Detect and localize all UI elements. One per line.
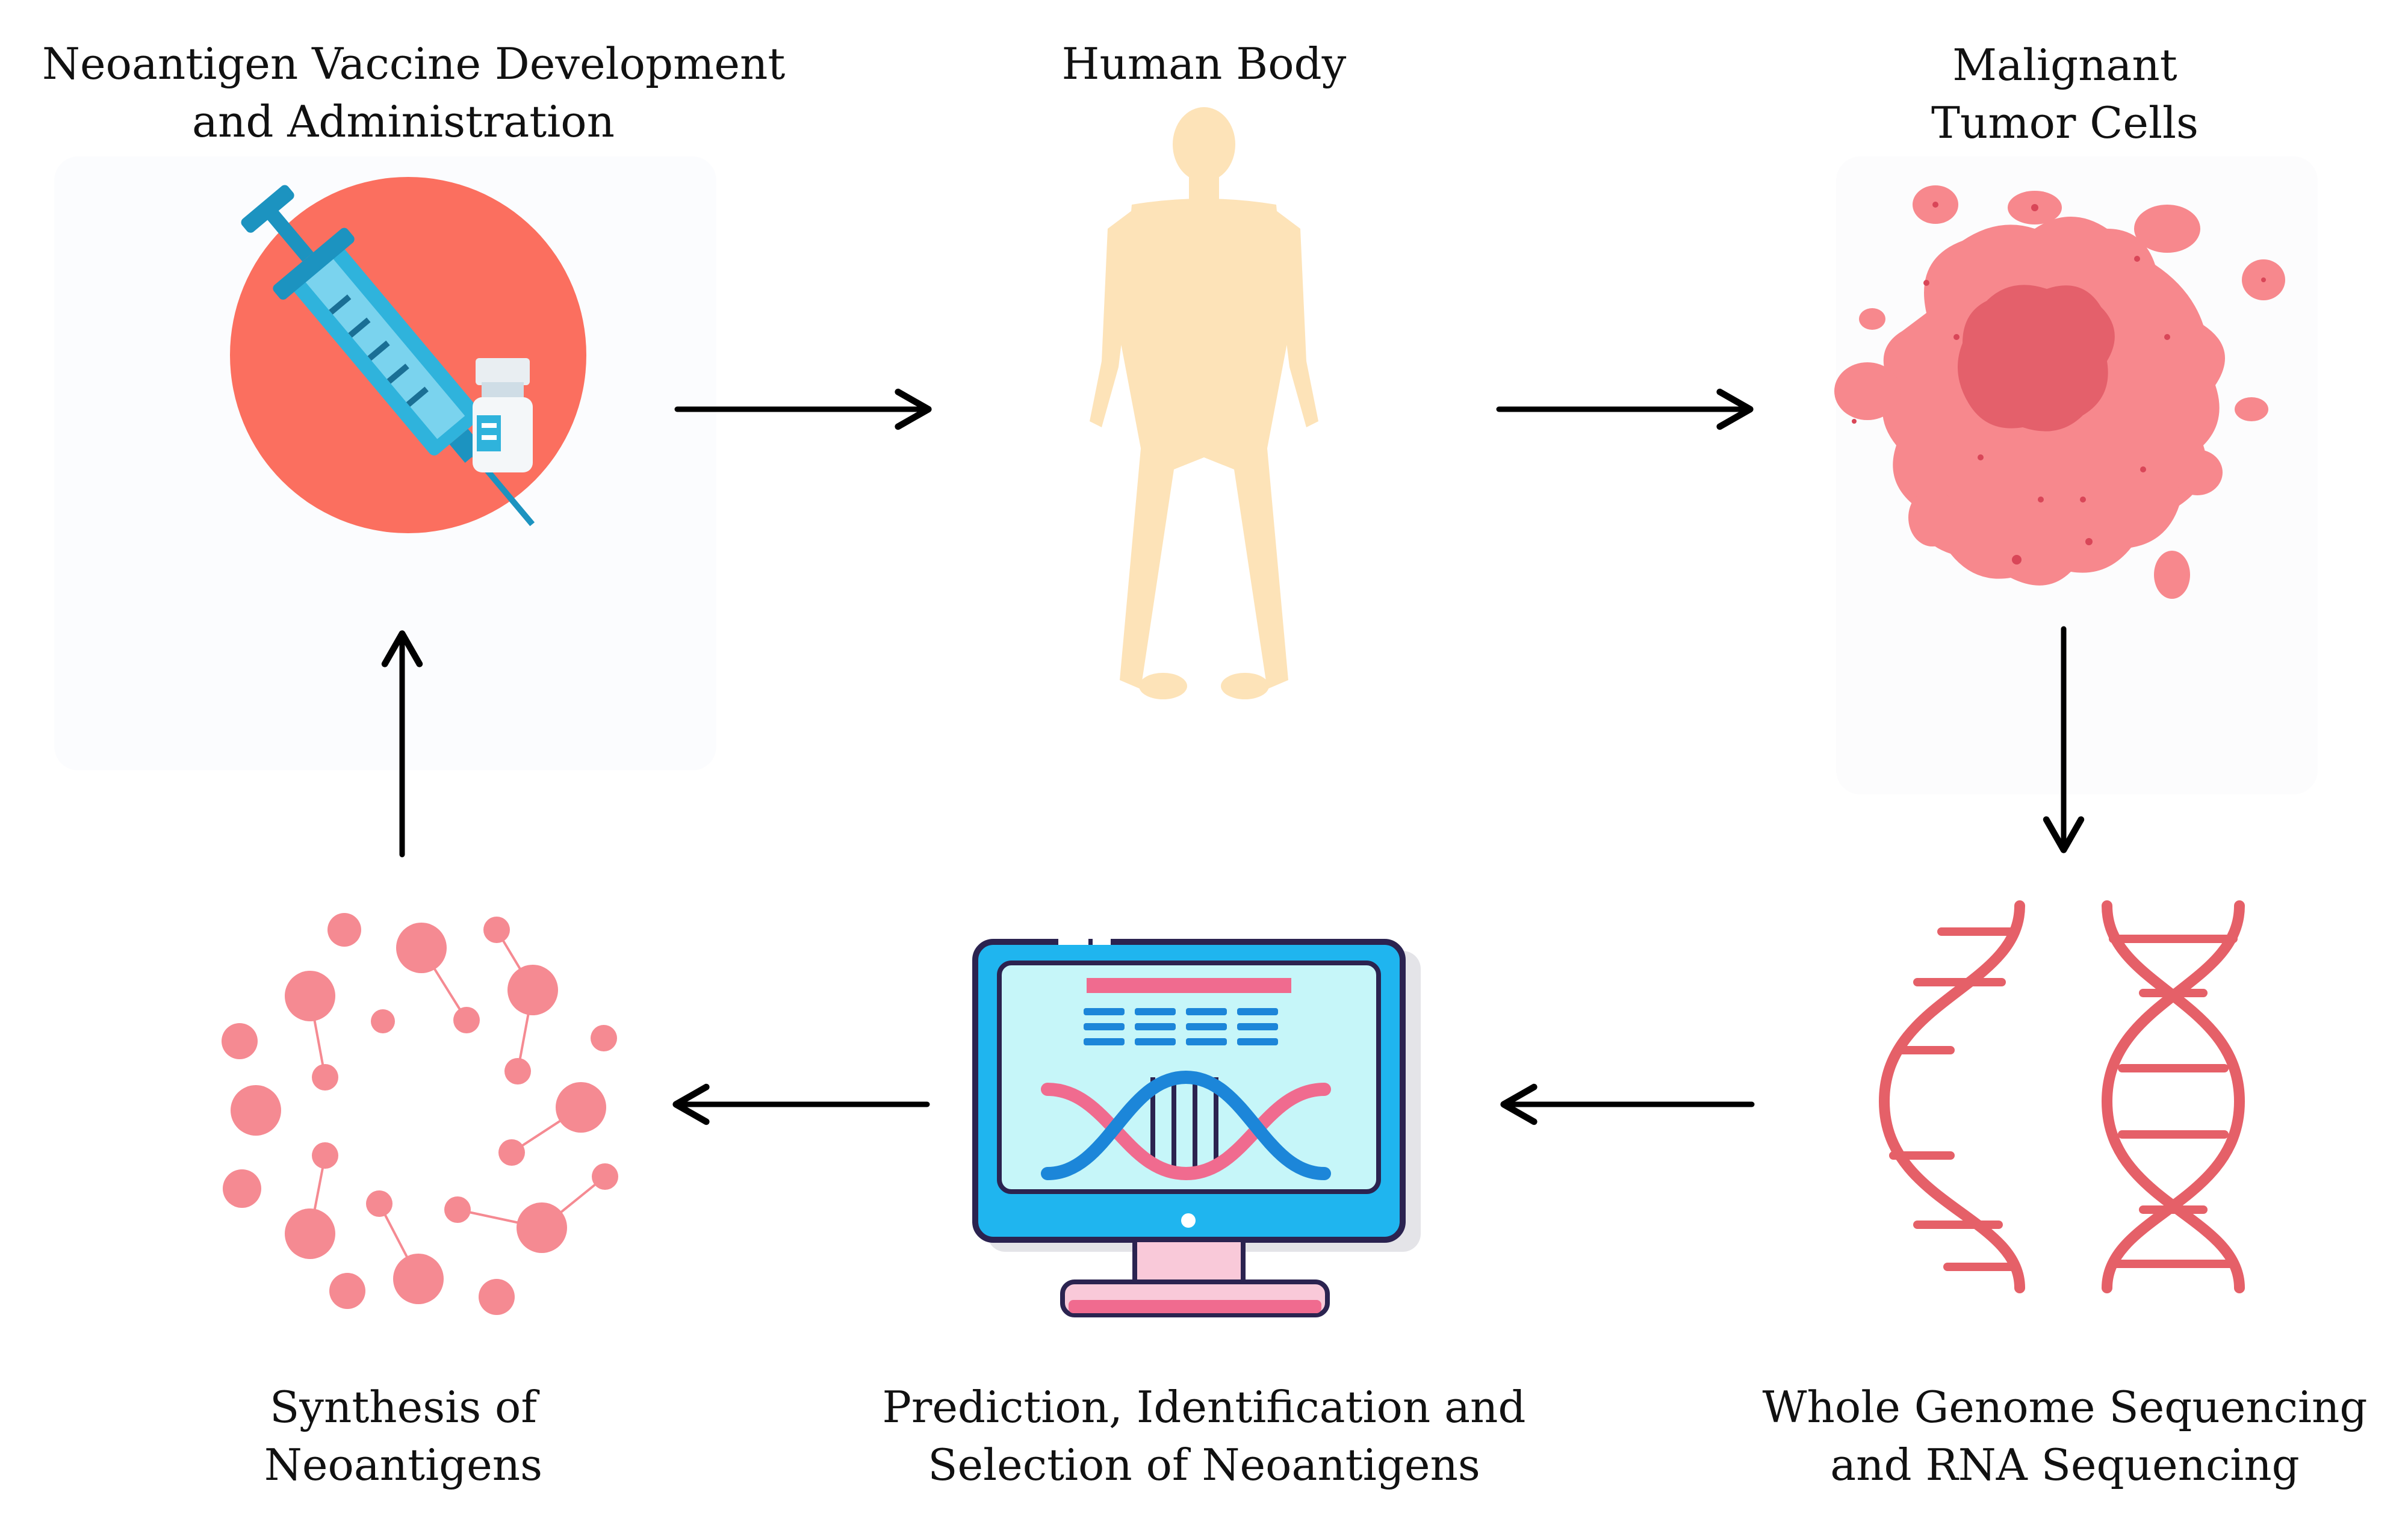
human-body-icon [1090,107,1318,699]
label-prediction: Prediction, Identification and Selection… [873,1378,1535,1494]
label-vaccine: Neoantigen Vaccine Development and Admin… [42,35,786,150]
arrows [381,388,2085,1125]
label-vaccine-line2: and Administration [192,96,615,147]
label-sequencing-line2: and RNA Sequencing [1830,1440,2300,1490]
label-sequencing-line1: Whole Genome Sequencing [1762,1382,2368,1432]
label-human-body-line1: Human Body [1061,39,1347,89]
label-tumor-line2: Tumor Cells [1931,97,2199,148]
label-prediction-line2: Selection of Neoantigens [928,1440,1480,1490]
label-tumor-line1: Malignant [1952,40,2177,90]
dna-helix-icon [1878,900,2245,1293]
syringe-vial-icon [230,177,586,533]
label-sequencing: Whole Genome Sequencing and RNA Sequenci… [1746,1378,2384,1494]
molecule-network-icon [222,913,618,1315]
label-synthesis: Synthesis of Neoantigens [163,1378,644,1494]
computer-monitor-dna-icon [972,939,1421,1317]
tumor-cells-icon [1834,185,2285,599]
label-prediction-line1: Prediction, Identification and [882,1382,1526,1432]
label-vaccine-line1: Neoantigen Vaccine Development [42,39,786,89]
label-human-body: Human Body [963,35,1445,93]
label-synthesis-line2: Neoantigens [264,1440,543,1490]
label-tumor: Malignant Tumor Cells [1824,36,2306,152]
label-synthesis-line1: Synthesis of [269,1382,538,1432]
